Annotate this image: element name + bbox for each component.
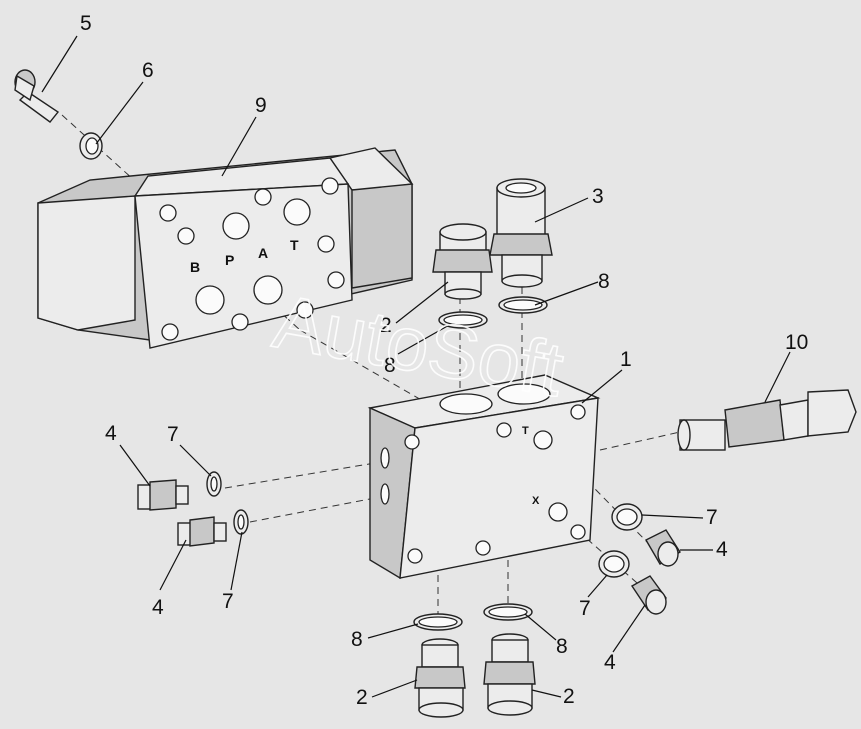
callout-4-left-lower: 4 xyxy=(152,596,164,619)
small-fitting-left-upper xyxy=(137,479,189,511)
valve-port-label-a: A xyxy=(258,245,268,261)
callout-4-left-upper: 4 xyxy=(105,422,117,445)
callout-8-top-right: 8 xyxy=(598,270,610,293)
o-ring-top-right xyxy=(498,296,548,314)
seal-ring-left-upper xyxy=(206,471,222,497)
block-port-label-t: T xyxy=(522,425,529,437)
small-fitting-right-lower xyxy=(630,575,667,615)
callout-7-left-upper: 7 xyxy=(167,423,179,446)
callout-4-right-upper: 4 xyxy=(716,538,728,561)
o-ring-bottom-left xyxy=(413,613,463,631)
callout-7-left-lower: 7 xyxy=(222,590,234,613)
callout-1: 1 xyxy=(620,348,632,371)
callout-8-top-left: 8 xyxy=(384,354,396,377)
valve-port-label-t: T xyxy=(290,237,299,253)
callout-9: 9 xyxy=(255,94,267,117)
seal-ring-right-upper xyxy=(611,503,643,531)
callout-2-bottom-left: 2 xyxy=(356,686,368,709)
long-fitting xyxy=(489,178,553,288)
callout-5: 5 xyxy=(80,12,92,35)
directional-valve-body: B P A T xyxy=(37,147,414,349)
callout-3: 3 xyxy=(592,185,604,208)
plug-connector xyxy=(677,389,857,451)
seal-ring-left-lower xyxy=(233,509,249,535)
washer xyxy=(79,132,103,160)
block-port-label-x: X xyxy=(532,495,540,507)
fitting-bottom-right xyxy=(483,633,536,716)
valve-face-holes xyxy=(159,177,345,341)
callout-numbers: 5 6 9 3 8 2 8 1 10 4 7 4 7 7 4 7 4 8 8 2… xyxy=(80,12,808,709)
callout-8-bottom-left: 8 xyxy=(351,628,363,651)
small-fitting-left-lower xyxy=(177,516,227,547)
leader-lines xyxy=(41,35,791,698)
callout-7-right-upper: 7 xyxy=(706,506,718,529)
o-ring-bottom-right xyxy=(483,603,533,621)
fitting-bottom-left xyxy=(414,638,466,718)
valve-port-label-p: P xyxy=(225,252,234,268)
small-fitting-right-upper xyxy=(645,529,681,567)
callout-2-bottom-right: 2 xyxy=(563,685,575,708)
seal-ring-right-lower xyxy=(598,550,630,578)
callout-6: 6 xyxy=(142,59,154,82)
fitting-top xyxy=(432,223,493,300)
o-ring-top-left xyxy=(438,311,488,329)
bolt xyxy=(14,69,60,123)
callout-8-bottom-right: 8 xyxy=(556,635,568,658)
callout-7-right-lower: 7 xyxy=(579,597,591,620)
callout-10: 10 xyxy=(785,331,808,354)
callout-2-top: 2 xyxy=(380,314,392,337)
manifold-block: T X xyxy=(367,374,601,580)
valve-port-label-b: B xyxy=(190,259,200,275)
callout-4-right-lower: 4 xyxy=(604,651,616,674)
